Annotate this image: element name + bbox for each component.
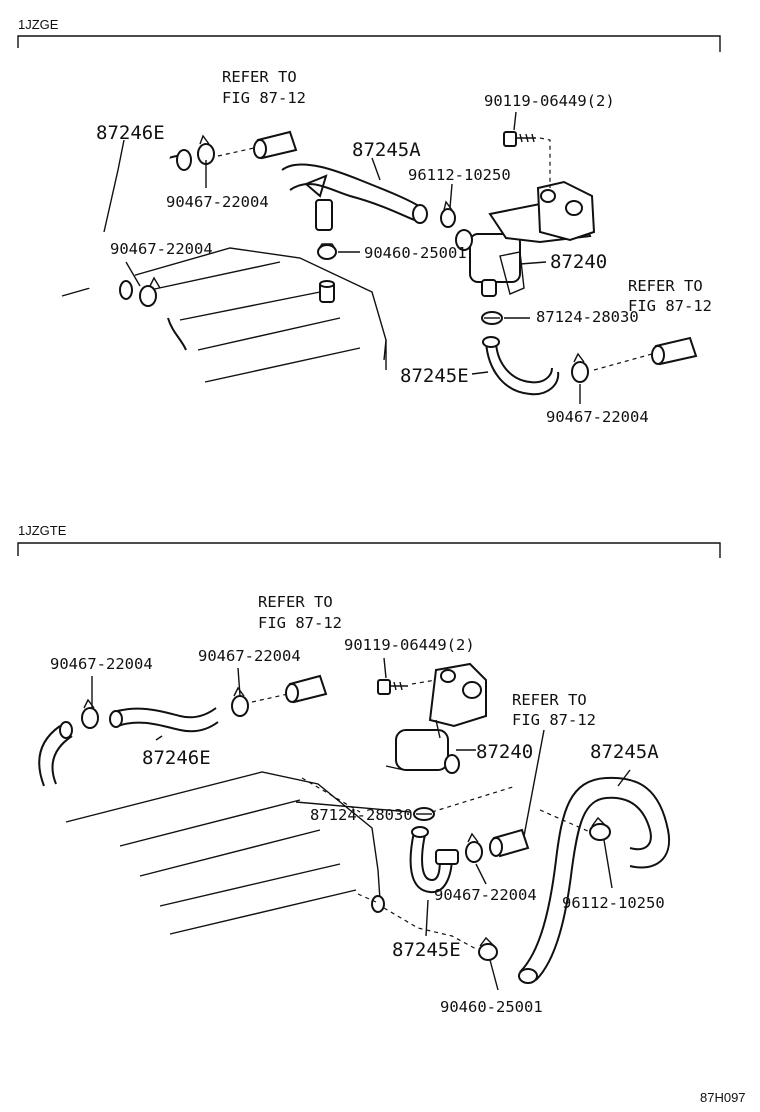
pipe-stub (285, 674, 328, 704)
figure-code: 87H097 (700, 1090, 746, 1105)
part-label-90119: 90119-06449(2) (484, 92, 615, 110)
valve-87240 (385, 662, 487, 774)
dashed-leader (217, 147, 255, 157)
callout-labels: REFER TO FIG 87-12 90119-06449(2) 87246E… (96, 68, 712, 426)
section-header: 1JZGE (18, 17, 59, 32)
clip-87124 (413, 807, 435, 821)
clamp-90467-b (231, 686, 249, 717)
part-label-90460: 90460-25001 (364, 244, 467, 262)
section-bracket (17, 35, 721, 52)
clamp-90467-b (139, 276, 161, 307)
bolt-90119 (503, 131, 536, 147)
clamp-96112 (440, 200, 456, 228)
callout-labels: REFER TO FIG 87-12 90119-06449(2) 90467-… (50, 593, 665, 1016)
section-1jzge: 1JZGE (17, 17, 721, 426)
clamp-90467-a (81, 698, 99, 729)
section-header: 1JZGTE (18, 523, 67, 538)
refer-label: REFER TO (512, 691, 587, 709)
section-bracket (17, 542, 721, 558)
clamp-90467-c (571, 352, 589, 383)
clamp-90467-c (465, 832, 483, 863)
dashed-leader (357, 893, 479, 951)
dashed-leader (593, 353, 653, 371)
part-label-90467: 90467-22004 (546, 408, 649, 426)
pipe-stub (253, 130, 298, 160)
dashed-leader (411, 679, 437, 685)
clamp-90460 (317, 243, 337, 260)
part-label-87245a: 87245A (352, 139, 421, 161)
part-label-87245e: 87245E (400, 365, 469, 387)
part-label-90467: 90467-22004 (166, 193, 269, 211)
part-label-87124: 87124-28030 (536, 308, 639, 326)
engine-block (38, 721, 381, 935)
pipe-stub (651, 336, 698, 366)
part-label-96112: 96112-10250 (562, 894, 665, 912)
hose-87245a (281, 163, 423, 209)
clamp-90467-a (197, 134, 215, 165)
pipe-stub (489, 828, 530, 858)
dashed-leader (251, 693, 289, 703)
leader-lines (91, 657, 631, 991)
part-label-87246e: 87246E (142, 747, 211, 769)
hose-87246e (113, 707, 217, 719)
part-label-87245e: 87245E (392, 939, 461, 961)
part-label-90467: 90467-22004 (198, 647, 301, 665)
part-label-87246e: 87246E (96, 122, 165, 144)
clip-87124 (481, 311, 503, 325)
bolt-90119 (377, 679, 408, 695)
refer-label: REFER TO (258, 593, 333, 611)
refer-label: FIG 87-12 (222, 89, 306, 107)
fitting (371, 895, 385, 913)
part-label-87245a: 87245A (590, 741, 659, 763)
clamp-96112 (589, 816, 611, 841)
part-label-90467: 90467-22004 (434, 886, 537, 904)
hose-end (119, 280, 133, 300)
refer-label: FIG 87-12 (258, 614, 342, 632)
part-label-87124: 87124-28030 (310, 806, 413, 824)
valve-87240 (455, 180, 596, 297)
part-label-90119: 90119-06449(2) (344, 636, 475, 654)
clamp-90460 (478, 936, 498, 961)
section-1jzgte: 1JZGTE (17, 523, 721, 1016)
part-label-90467: 90467-22004 (50, 655, 153, 673)
part-label-96112: 96112-10250 (408, 166, 511, 184)
refer-label: REFER TO (628, 277, 703, 295)
part-label-87240: 87240 (476, 741, 533, 763)
refer-label: FIG 87-12 (628, 297, 712, 315)
part-label-90467: 90467-22004 (110, 240, 213, 258)
part-label-90460: 90460-25001 (440, 998, 543, 1016)
hose-end (176, 149, 192, 171)
leader-lines (103, 111, 581, 404)
part-label-87240: 87240 (550, 251, 607, 273)
refer-label: REFER TO (222, 68, 297, 86)
dashed-leader (539, 137, 551, 188)
engine-block (61, 247, 387, 383)
refer-label: FIG 87-12 (512, 711, 596, 729)
